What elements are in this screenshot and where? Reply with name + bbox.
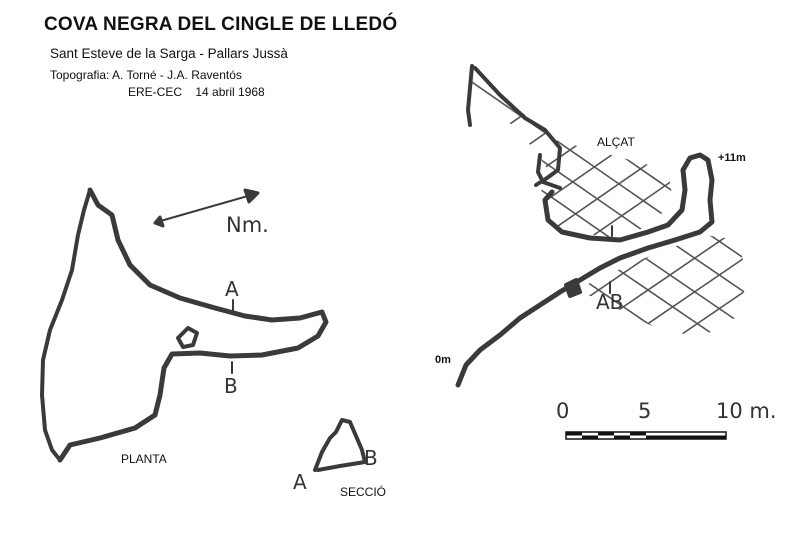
scale-bar xyxy=(565,431,727,440)
plan-section-b-label: B xyxy=(224,374,238,398)
elevation-section-mark: AB xyxy=(596,290,624,314)
location-subtitle: Sant Esteve de la Sarga - Pallars Jussà xyxy=(50,46,288,61)
section-label: SECCIÓ xyxy=(340,485,387,499)
section-point-b-label: B xyxy=(364,446,378,470)
group-date-text: ERE-CEC 14 abril 1968 xyxy=(128,85,265,99)
credits-text: Topografia: A. Torné - J.A. Raventós xyxy=(50,68,242,82)
plan-outline xyxy=(40,187,329,463)
cross-section-outline xyxy=(313,418,367,472)
scale-tick-0: 0 xyxy=(556,399,570,423)
plan-section-a-label: A xyxy=(225,277,239,301)
elevation-hatching xyxy=(470,68,748,338)
page-title: COVA NEGRA DEL CINGLE DE LLEDÓ xyxy=(44,14,398,35)
section-point-a-label: A xyxy=(293,470,307,494)
top-height-label: +11m xyxy=(718,152,746,164)
elevation-outline xyxy=(455,64,715,388)
scale-tick-10: 10 m. xyxy=(716,399,777,423)
scale-tick-5: 5 xyxy=(638,399,652,423)
plan-label: PLANTA xyxy=(121,452,167,466)
north-label: Nm. xyxy=(226,213,269,237)
elevation-label: ALÇAT xyxy=(597,135,635,149)
base-height-label: 0m xyxy=(435,354,451,366)
